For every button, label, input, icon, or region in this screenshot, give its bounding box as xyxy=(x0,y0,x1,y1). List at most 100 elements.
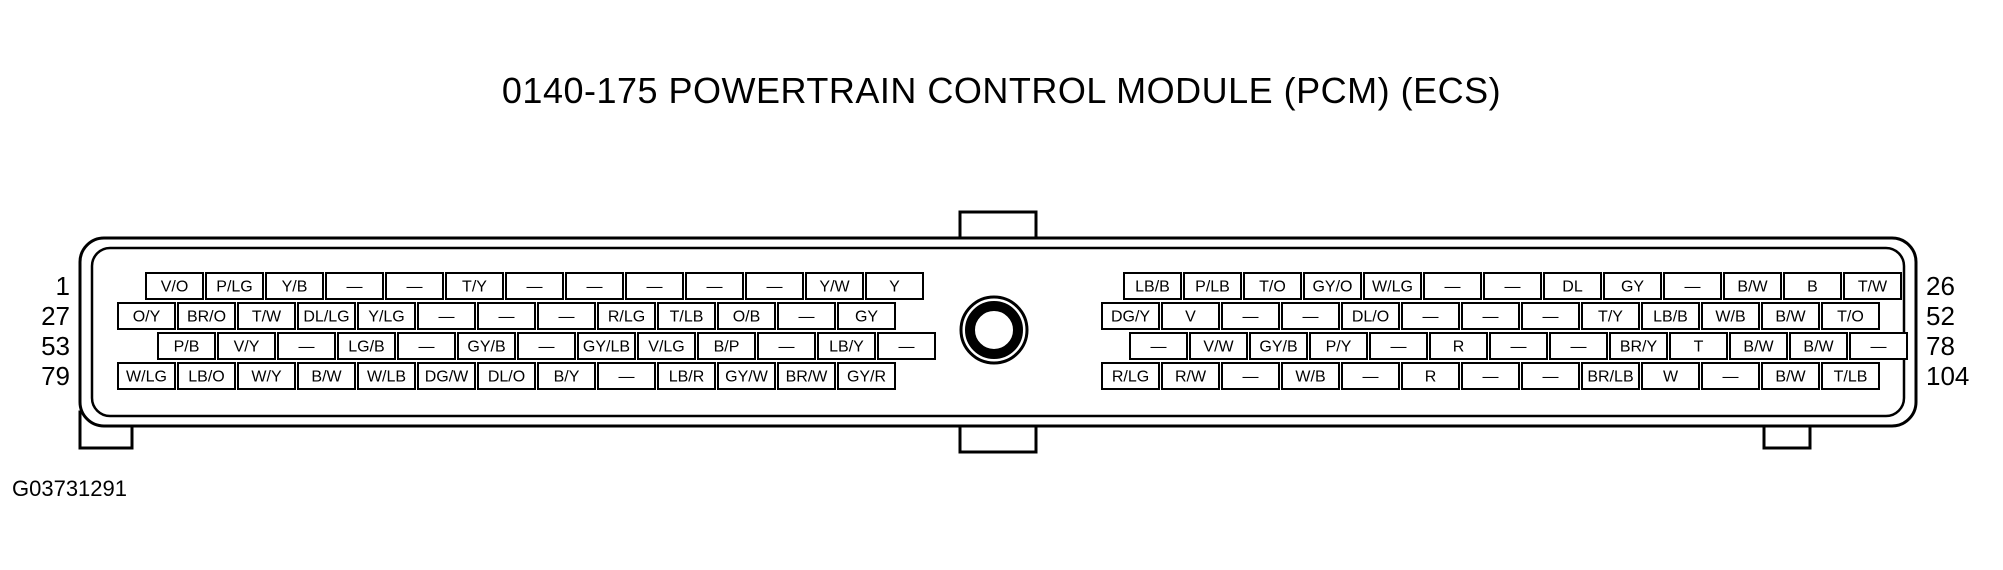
right-pin-r2-c9: T/Y xyxy=(1581,302,1640,330)
pin-wire-color-label: — xyxy=(1685,279,1701,296)
pin-cell xyxy=(565,272,624,300)
pin-cell xyxy=(1101,362,1160,390)
pin-wire-color-label: Y/W xyxy=(819,279,850,296)
pin-cell xyxy=(1543,272,1602,300)
row-number-right: 78 xyxy=(1926,331,1955,361)
diagram-title: 0140-175 POWERTRAIN CONTROL MODULE (PCM)… xyxy=(501,70,1502,111)
pin-cell xyxy=(1701,362,1760,390)
pin-cell xyxy=(1161,362,1220,390)
left-pin-r2-c10: T/LB xyxy=(657,302,716,330)
right-pin-r1-c2: P/LB xyxy=(1183,272,1242,300)
pin-wire-color-label: LB/Y xyxy=(829,339,864,356)
pin-cell xyxy=(357,362,416,390)
pin-wire-color-label: W/LG xyxy=(1372,279,1413,296)
pin-wire-color-label: GY/B xyxy=(467,339,505,356)
pin-wire-color-label: V/Y xyxy=(234,339,260,356)
pin-cell xyxy=(1603,272,1662,300)
right-pin-r4-c4: W/B xyxy=(1281,362,1340,390)
pin-wire-color-label: Y xyxy=(889,279,900,296)
pin-cell xyxy=(1221,362,1280,390)
right-pin-r3-c3: GY/B xyxy=(1249,332,1308,360)
pin-cell xyxy=(1281,302,1340,330)
right-pin-r2-c11: W/B xyxy=(1701,302,1760,330)
left-pin-r3-c1: P/B xyxy=(157,332,216,360)
left-pin-r1-c13: Y xyxy=(865,272,924,300)
pin-wire-color-label: W xyxy=(1663,369,1679,386)
left-pin-r1-c9: — xyxy=(625,272,684,300)
pin-wire-color-label: — xyxy=(1871,339,1887,356)
pin-wire-color-label: LB/B xyxy=(1653,309,1688,326)
row-number-right: 52 xyxy=(1926,301,1955,331)
pin-wire-color-label: B/W xyxy=(311,369,342,386)
right-pin-r2-c6: — xyxy=(1401,302,1460,330)
pin-wire-color-label: T xyxy=(1694,339,1704,356)
pin-wire-color-label: R xyxy=(1453,339,1465,356)
pin-wire-color-label: T/W xyxy=(1858,279,1888,296)
pin-cell xyxy=(1789,332,1848,360)
pin-cell xyxy=(1401,302,1460,330)
right-pin-r4-c8: — xyxy=(1521,362,1580,390)
pin-cell xyxy=(1341,302,1400,330)
pin-wire-color-label: — xyxy=(407,279,423,296)
pin-wire-color-label: — xyxy=(647,279,663,296)
right-pin-r2-c3: — xyxy=(1221,302,1280,330)
right-pin-r4-c13: T/LB xyxy=(1821,362,1880,390)
left-pin-r1-c4: — xyxy=(325,272,384,300)
pin-cell xyxy=(1549,332,1608,360)
pin-cell xyxy=(505,272,564,300)
row-number-right: 26 xyxy=(1926,271,1955,301)
pin-cell xyxy=(1701,302,1760,330)
left-pin-r2-c12: — xyxy=(777,302,836,330)
pin-wire-color-label: B/W xyxy=(1737,279,1768,296)
pin-wire-color-label: R/LG xyxy=(608,309,645,326)
pin-wire-color-label: V xyxy=(1185,309,1196,326)
left-pin-r4-c1: W/LG xyxy=(117,362,176,390)
pin-wire-color-label: — xyxy=(419,339,435,356)
right-pin-r1-c12: B xyxy=(1783,272,1842,300)
pin-cell xyxy=(117,302,176,330)
pin-wire-color-label: LG/B xyxy=(348,339,384,356)
pin-wire-color-label: B/W xyxy=(1775,309,1806,326)
pin-wire-color-label: — xyxy=(1243,309,1259,326)
left-pin-r2-c3: T/W xyxy=(237,302,296,330)
pin-wire-color-label: DL xyxy=(1562,279,1583,296)
right-pin-r3-c4: P/Y xyxy=(1309,332,1368,360)
pin-cell xyxy=(1843,272,1902,300)
pin-cell xyxy=(357,302,416,330)
left-pin-r2-c6: — xyxy=(417,302,476,330)
pin-cell xyxy=(1401,362,1460,390)
left-pin-r1-c8: — xyxy=(565,272,624,300)
left-pin-r2-c11: O/B xyxy=(717,302,776,330)
row-number-left: 53 xyxy=(41,331,70,361)
pin-cell xyxy=(1341,362,1400,390)
pin-cell xyxy=(625,272,684,300)
pin-cell xyxy=(157,332,216,360)
pin-wire-color-label: — xyxy=(899,339,915,356)
pin-wire-color-label: T/W xyxy=(252,309,282,326)
pin-cell xyxy=(1729,332,1788,360)
pin-cell xyxy=(1849,332,1908,360)
pin-cell xyxy=(177,302,236,330)
right-pin-r4-c7: — xyxy=(1461,362,1520,390)
pin-cell xyxy=(777,362,836,390)
pin-wire-color-label: GY xyxy=(1621,279,1644,296)
left-pin-r3-c3: — xyxy=(277,332,336,360)
pin-cell xyxy=(445,272,504,300)
pin-cell xyxy=(337,332,396,360)
pin-cell xyxy=(1783,272,1842,300)
right-pin-r3-c10: T xyxy=(1669,332,1728,360)
pin-cell xyxy=(1641,362,1700,390)
pin-wire-color-label: GY xyxy=(855,309,878,326)
pin-wire-color-label: GY/R xyxy=(847,369,886,386)
pin-wire-color-label: Y/B xyxy=(282,279,308,296)
pin-cell xyxy=(1161,302,1220,330)
pin-cell xyxy=(1221,302,1280,330)
pin-wire-color-label: — xyxy=(779,339,795,356)
pin-wire-color-label: V/O xyxy=(161,279,189,296)
row-number-left: 1 xyxy=(56,271,70,301)
pin-cell xyxy=(1461,362,1520,390)
pin-cell xyxy=(177,362,236,390)
right-pin-r3-c7: — xyxy=(1489,332,1548,360)
top-latch xyxy=(958,210,1038,242)
